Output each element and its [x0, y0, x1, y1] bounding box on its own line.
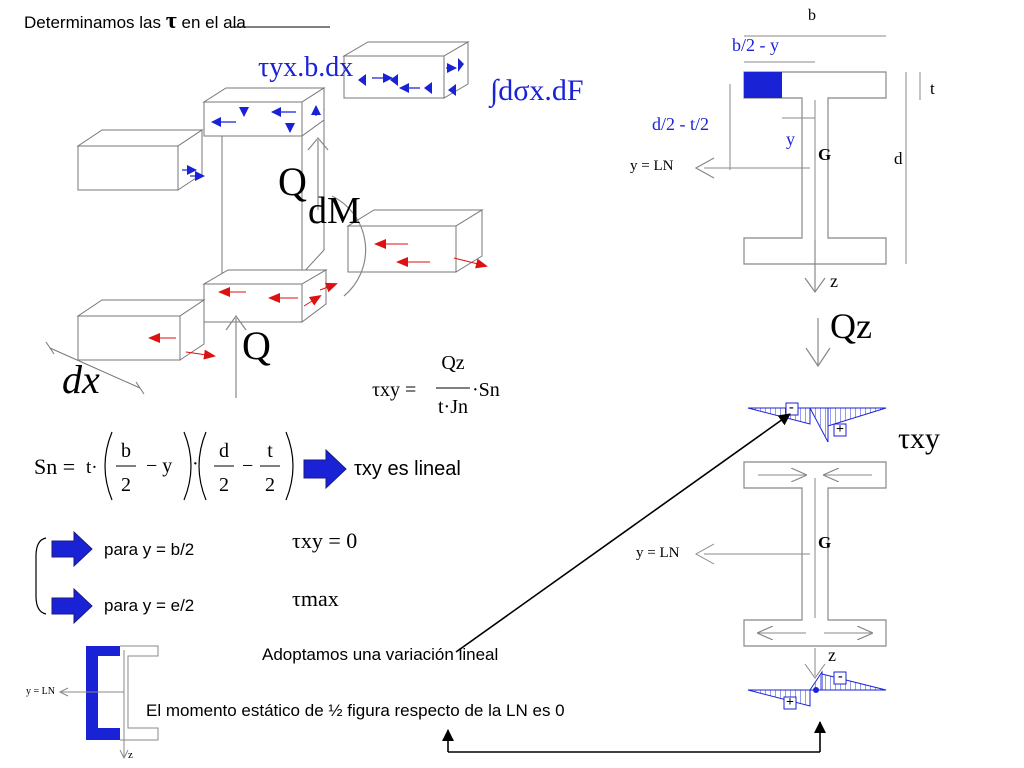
- sn-parentheses: [104, 431, 294, 501]
- q-bottom-arrow-head: [225, 314, 247, 331]
- formula-tau-num: Qz: [441, 352, 465, 374]
- web-front-face: [221, 133, 303, 275]
- q-top-arrow-head: [307, 137, 329, 151]
- formula-sn-minus: −: [242, 455, 254, 477]
- formula-tau-den: t·Jn: [438, 396, 468, 418]
- note-linear-variation: Adoptamos una variación lineal: [262, 645, 499, 664]
- label-g-bottom: G: [818, 533, 832, 552]
- formula-sn-dot: ·: [192, 453, 199, 475]
- dim-y: y: [786, 129, 795, 149]
- formula-tau-tail: ·Sn: [472, 379, 500, 401]
- implies-arrow: [303, 448, 347, 490]
- dim-t: t: [930, 79, 935, 98]
- sign-minus-top-box: [785, 402, 799, 416]
- block-left-front: [77, 145, 179, 191]
- linear-variation-arrow: [455, 413, 791, 653]
- formula-sn-result: τxy es lineal: [354, 458, 461, 480]
- heading-prefix: Determinamos las: [24, 13, 161, 32]
- block-right-side: [455, 209, 483, 273]
- label-dm: dM: [308, 190, 361, 232]
- blue-stress-markers: [358, 58, 464, 96]
- formula-lines: [116, 387, 470, 467]
- label-tau-xy: τxy: [898, 422, 941, 455]
- top-flange-front: [203, 101, 303, 137]
- dim-b: b: [808, 7, 816, 24]
- heading-suffix: en el ala: [181, 13, 246, 32]
- sign-plus-top-box: [833, 423, 847, 437]
- small-channel-z: z: [128, 749, 133, 761]
- label-integral: ∫dσx.dF: [490, 74, 584, 107]
- q-arrows: [225, 137, 367, 398]
- formula-sn-f3-num: t: [267, 440, 273, 462]
- formula-sn-f2-num: d: [219, 440, 229, 462]
- formula-sn-t: t·: [86, 457, 98, 478]
- section-top-dims: [704, 35, 921, 264]
- flange-blocks: [76, 41, 484, 361]
- case-bracket: [35, 537, 47, 615]
- dm-curved-arrow: [331, 195, 367, 297]
- formula-sn-f1-den: 2: [121, 474, 131, 496]
- dim-d: d: [894, 149, 903, 168]
- case-1-result: τxy = 0: [292, 528, 358, 553]
- sign-minus-bottom-box: [833, 671, 847, 685]
- label-y-ln-bottom: y = LN: [636, 545, 680, 561]
- section-top-z-arrow: [804, 240, 826, 294]
- label-y-ln-top: y = LN: [630, 158, 674, 174]
- static-moment-connector: [442, 721, 826, 753]
- sign-plus-bottom: +: [786, 695, 794, 710]
- label-tau-yx-bdx: τyx.b.dx: [258, 52, 354, 83]
- tau-distribution-top: [747, 407, 887, 443]
- label-qz: Qz: [830, 306, 872, 346]
- qz-arrow: [805, 318, 831, 368]
- note-static-moment: El momento estático de ½ figura respecto…: [146, 701, 565, 720]
- label-g-top: G: [818, 145, 832, 164]
- section-top-y-arrow: [694, 157, 715, 179]
- formula-sn-f1-num: b: [121, 440, 131, 462]
- small-channel-y-ln: y = LN: [26, 686, 55, 697]
- sign-minus-bottom: -: [838, 669, 843, 684]
- case-arrow-2: [51, 587, 93, 625]
- sign-plus-bottom-box: [783, 696, 797, 710]
- formula-tau-lhs: τxy =: [372, 379, 417, 401]
- bottom-flange-front: [203, 283, 303, 323]
- formula-sn-f2-den: 2: [219, 474, 229, 496]
- case-arrow-1: [51, 530, 93, 568]
- formula-sn-minus-y: − y: [146, 455, 173, 477]
- heading-tau: τ: [165, 8, 177, 34]
- sign-minus-top: -: [789, 400, 794, 415]
- heading: Determinamos las τ en el ala: [24, 9, 246, 33]
- case-2-label: para y = e/2: [104, 596, 195, 615]
- small-channel: [58, 645, 159, 760]
- case-1-label: para y = b/2: [104, 540, 195, 559]
- label-q-top: Q: [278, 159, 307, 204]
- block-bottom-left-side: [179, 299, 205, 361]
- label-dx: dx: [62, 357, 100, 402]
- dim-d2-minus-t2: d/2 - t/2: [652, 114, 709, 134]
- dx-dimension: [45, 341, 145, 395]
- sign-plus-top: +: [836, 422, 844, 437]
- section-bottom-flow: [694, 475, 872, 679]
- dim-b2-minus-y: b/2 - y: [732, 35, 779, 55]
- flange-shaded-strip: [744, 72, 782, 98]
- formula-sn-lhs: Sn =: [34, 454, 76, 479]
- case-2-result: τmax: [292, 586, 339, 611]
- neutral-point: [813, 687, 819, 693]
- label-q-bottom: Q: [242, 323, 271, 368]
- label-z-top: z: [830, 271, 838, 291]
- formula-sn-f3-den: 2: [265, 474, 275, 496]
- blue-shear-arrows: [182, 63, 457, 181]
- label-z-bottom: z: [828, 645, 836, 665]
- red-shear-arrows: [148, 239, 488, 360]
